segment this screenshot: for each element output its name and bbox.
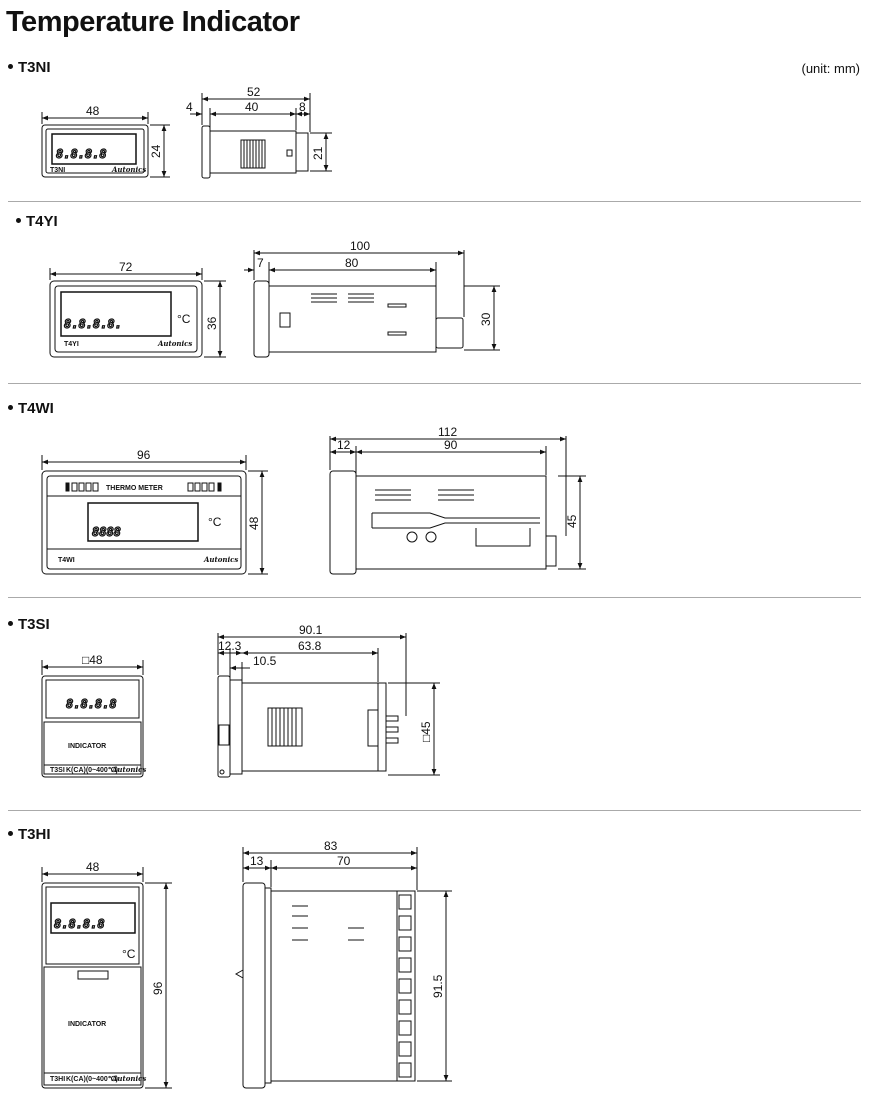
dim-label-t3ni-side-height: 21 [311, 146, 325, 160]
dim-label-t3si-offset: 10.5 [253, 654, 277, 668]
dim-label-t3ni-rear: 8 [299, 100, 306, 114]
dim-label-t4wi-height: 48 [247, 516, 261, 530]
t3si-side-view [217, 675, 399, 778]
t3ni-brand: Autonics [111, 165, 146, 174]
t4wi-brand: Autonics [203, 555, 238, 564]
model-heading-t4wi: T4WI [8, 400, 54, 417]
dim-label-t3hi-side-height: 91.5 [431, 974, 445, 998]
t4wi-side-view [329, 470, 557, 575]
section-divider [8, 810, 861, 811]
model-heading-t3si: T3SI [8, 616, 50, 633]
t4yi-celsius: °C [177, 312, 191, 326]
dim-label-t3hi-height: 96 [151, 981, 165, 995]
dim-label-t3ni-bezel: 4 [186, 100, 193, 114]
section-divider [8, 383, 861, 384]
dim-label-t4yi-width: 72 [119, 260, 133, 274]
dim-label-t3si-total: 90.1 [299, 623, 323, 637]
dim-label-t3si-width: □48 [82, 653, 103, 667]
t4yi-model-label: T4YI [64, 341, 79, 348]
t4yi-side-view [253, 280, 464, 358]
t4wi-front-view: THERMO METER 8888 °C T4WI Autonics [41, 470, 247, 575]
t3si-model-label: T3SI [50, 767, 65, 774]
bullet-icon [8, 830, 13, 836]
dim-label-t3hi-total: 83 [324, 839, 338, 853]
t4wi-digits: 8888 [92, 525, 121, 539]
dim-label-t4wi-bezel: 12 [337, 438, 351, 452]
dim-label-t3ni-body: 40 [245, 100, 259, 114]
t3si-panel-text: INDICATOR [68, 743, 106, 750]
bullet-icon [16, 217, 21, 223]
t4wi-banner: THERMO METER [106, 485, 163, 492]
dim-label-t3hi-width: 48 [86, 860, 100, 874]
dim-label-t3hi-body: 70 [337, 854, 351, 868]
bullet-icon [8, 404, 13, 410]
dim-label-t4yi-bezel: 7 [257, 256, 264, 270]
dim-label-t4wi-width: 96 [137, 448, 151, 462]
unit-note: (unit: mm) [801, 61, 861, 76]
t3ni-front-view: 8.8.8.8 T3NI Autonics [41, 124, 149, 178]
t4yi-digits: 8.8.8.8. [64, 317, 122, 331]
model-heading-t4yi: T4YI [16, 213, 58, 230]
t3ni-digits: 8.8.8.8 [56, 147, 107, 161]
dim-label-t4wi-total: 112 [438, 425, 457, 439]
t4yi-brand: Autonics [157, 339, 192, 348]
bullet-icon [8, 620, 13, 626]
page-title: Temperature Indicator [6, 6, 300, 38]
dim-label-t4yi-side-height: 30 [479, 312, 493, 326]
dim-label-t3si-bezel: 12.3 [218, 639, 242, 653]
t4wi-model-label: T4WI [58, 557, 75, 564]
model-heading-t3hi: T3HI [8, 826, 51, 843]
t3hi-front-view: 8.8.8.8 °C INDICATOR T3HI K(CA)(0~400℃) … [41, 882, 146, 1089]
dim-label-t3ni-height: 24 [149, 144, 163, 158]
dim-label-t3hi-bezel: 13 [250, 854, 264, 868]
t4yi-front-view: 8.8.8.8. °C T4YI Autonics [49, 280, 203, 358]
t3si-digits: 8.8.8.8 [66, 697, 117, 711]
t4wi-celsius: °C [208, 515, 222, 529]
t3hi-brand: Autonics [111, 1074, 146, 1083]
dim-label-t4yi-height: 36 [205, 316, 219, 330]
dim-label-t3ni-total: 52 [247, 85, 261, 99]
t3ni-model-label: T3NI [50, 167, 65, 174]
dim-label-t4wi-body: 90 [444, 438, 458, 452]
dim-label-t4wi-side-height: 45 [565, 514, 579, 528]
section-divider [8, 597, 861, 598]
section-divider [8, 201, 861, 202]
t3hi-celsius: °C [122, 947, 136, 961]
t3hi-side-view [234, 882, 416, 1089]
t3si-range-text: K(CA)(0~400℃) [66, 766, 118, 774]
dim-label-t3si-body: 63.8 [298, 639, 322, 653]
dim-label-t4yi-total: 100 [350, 239, 370, 253]
t3hi-digits: 8.8.8.8 [54, 917, 105, 931]
dim-label-t3si-side-height: □45 [419, 721, 433, 742]
t3si-front-view: 8.8.8.8 INDICATOR T3SI K(CA)(0~400℃) Aut… [41, 675, 146, 778]
t3ni-side-view [201, 125, 309, 179]
dim-label-t4yi-body: 80 [345, 256, 359, 270]
t3hi-panel-text: INDICATOR [68, 1021, 106, 1028]
t3hi-model-label: T3HI [50, 1076, 65, 1083]
bullet-icon [8, 63, 13, 69]
model-heading-t3ni: T3NI [8, 59, 51, 76]
t3hi-range-text: K(CA)(0~400℃) [66, 1075, 118, 1083]
t3si-brand: Autonics [111, 765, 146, 774]
dim-label-t3ni-width: 48 [86, 104, 100, 118]
